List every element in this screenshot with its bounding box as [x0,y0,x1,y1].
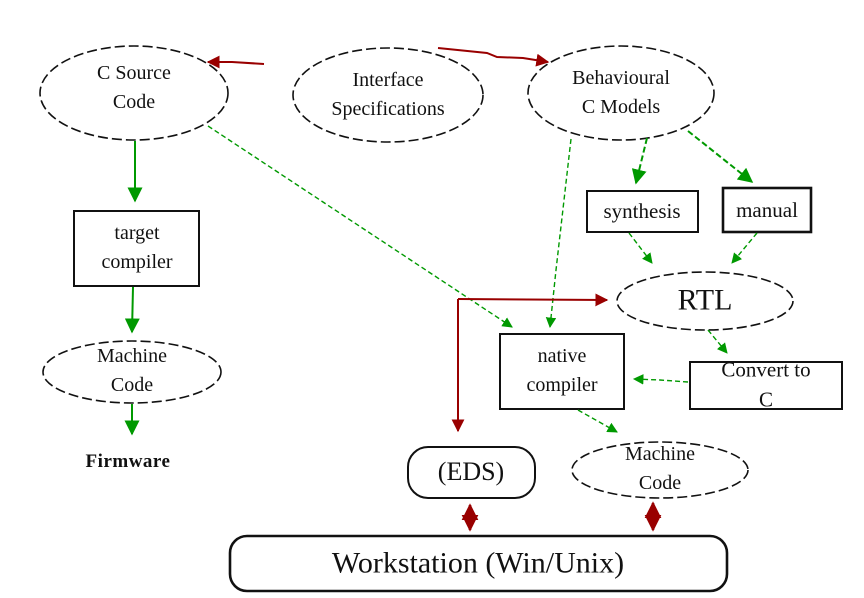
workstation-label: Workstation (Win/Unix) [331,546,625,580]
edge-synthesis-to-rtl [628,232,653,264]
eds-label: (EDS) [437,457,505,487]
machine-code-right-label: Machine Code [625,443,695,494]
edge-target-compiler-to-machine-code [124,286,140,334]
convert-to-c-box [689,361,843,410]
edge-interface-to-behavioural [437,47,550,67]
manual-label: manual [736,197,798,222]
edge-manual-to-rtl [731,232,758,264]
edge-behavioural-to-manual [687,130,754,183]
edge-annotation-to-rtl [457,293,609,307]
c-source-code-label: C Source Code [97,62,171,113]
c-source-code-ellipse [39,45,229,141]
edge-behavioural-to-native-compiler [545,138,572,329]
interface-specifications-ellipse [292,47,484,143]
edge-native-compiler-to-machine-code [577,409,618,433]
synthesis-box [586,190,699,233]
native-compiler-label: native compiler [526,345,598,396]
manual-box [721,186,813,234]
synthesis-label: synthesis [603,198,681,223]
edge-behavioural-to-synthesis [631,137,648,185]
target-compiler-label: target compiler [101,222,173,273]
interface-specifications-label: Interface Specifications [331,69,445,120]
edge-rtl-to-convert-to-c [707,329,728,354]
behavioural-c-models-label: Behavioural C Models [572,67,670,118]
machine-code-left-ellipse [42,340,222,404]
rtl-label: RTL [677,283,733,317]
rtl-ellipse [616,271,794,331]
native-compiler-box [499,333,625,410]
behavioural-c-models-ellipse [527,45,715,141]
workstation-box [228,534,729,593]
edge-csource-to-native-compiler [207,125,513,328]
edge-interface-to-csource [206,55,265,69]
firmware-label: Firmware [85,451,171,473]
edge-convert-to-c-to-native-compiler [632,374,689,385]
convert-to-c-label: Convert to C [721,357,811,412]
machine-code-right-ellipse [571,441,749,499]
machine-code-left-label: Machine Code [97,345,167,396]
eds-box [407,446,536,499]
target-compiler-box [73,210,200,287]
